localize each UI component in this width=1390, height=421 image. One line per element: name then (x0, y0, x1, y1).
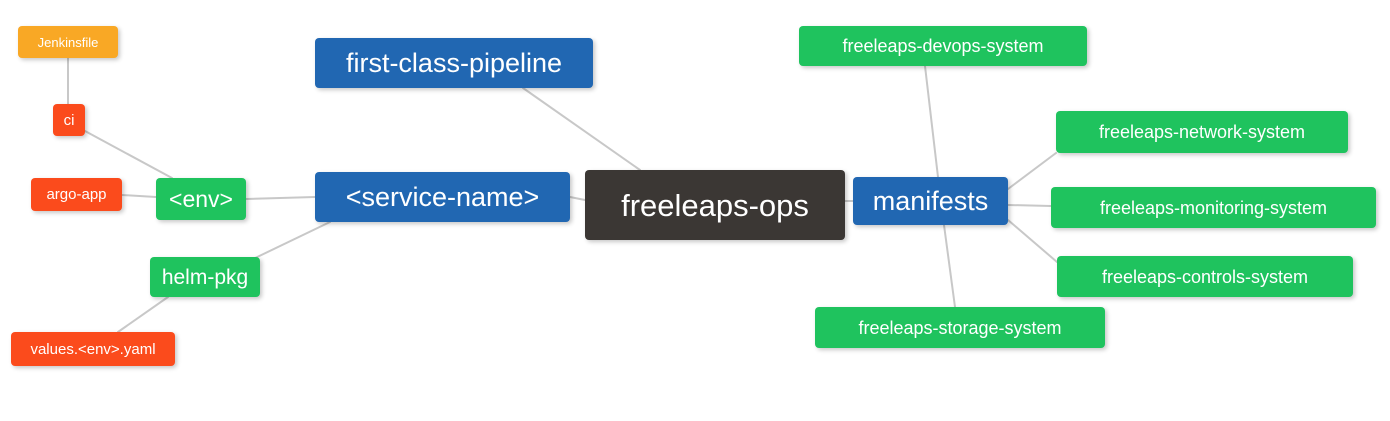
node-label-argo-app: argo-app (46, 186, 107, 203)
edge-argo-app-to-env (121, 194, 157, 198)
edge-service-name-to-freeleaps-ops (569, 196, 586, 201)
node-label-freeleaps-monitoring-system: freeleaps-monitoring-system (1099, 197, 1328, 218)
node-ci[interactable]: ci (53, 104, 85, 136)
node-label-jenkinsfile: Jenkinsfile (37, 34, 99, 50)
node-service-name[interactable]: <service-name> (315, 172, 570, 222)
node-jenkinsfile[interactable]: Jenkinsfile (18, 26, 118, 58)
node-freeleaps-network-system[interactable]: freeleaps-network-system (1056, 111, 1348, 153)
node-freeleaps-storage-system[interactable]: freeleaps-storage-system (815, 307, 1105, 348)
node-label-first-class-pipeline: first-class-pipeline (345, 47, 563, 78)
edge-values-env-yaml-to-helm-pkg (117, 296, 169, 333)
edge-ci-to-env (84, 130, 173, 179)
node-freeleaps-controls-system[interactable]: freeleaps-controls-system (1057, 256, 1353, 297)
node-first-class-pipeline[interactable]: first-class-pipeline (315, 38, 593, 88)
node-label-freeleaps-devops-system: freeleaps-devops-system (842, 36, 1044, 56)
node-freeleaps-devops-system[interactable]: freeleaps-devops-system (799, 26, 1087, 66)
node-label-manifests: manifests (872, 185, 989, 216)
node-label-values-env-yaml: values.<env>.yaml (30, 340, 156, 358)
node-manifests[interactable]: manifests (853, 177, 1008, 225)
node-argo-app[interactable]: argo-app (31, 178, 122, 211)
node-freeleaps-ops[interactable]: freeleaps-ops (585, 170, 845, 240)
node-freeleaps-monitoring-system[interactable]: freeleaps-monitoring-system (1051, 187, 1376, 228)
node-label-service-name: <service-name> (345, 181, 540, 212)
edge-manifests-to-freeleaps-network-system (1007, 152, 1057, 190)
node-label-freeleaps-storage-system: freeleaps-storage-system (858, 317, 1062, 338)
node-label-freeleaps-controls-system: freeleaps-controls-system (1101, 266, 1309, 287)
node-helm-pkg[interactable]: helm-pkg (150, 257, 260, 297)
node-values-env-yaml[interactable]: values.<env>.yaml (11, 332, 175, 366)
node-label-freeleaps-ops: freeleaps-ops (621, 187, 809, 223)
edge-manifests-to-freeleaps-monitoring-system (1007, 204, 1052, 207)
node-label-env: <env> (169, 185, 233, 212)
edge-manifests-to-freeleaps-storage-system (943, 224, 956, 308)
node-label-freeleaps-network-system: freeleaps-network-system (1098, 122, 1306, 142)
edge-first-class-pipeline-to-freeleaps-ops (522, 87, 641, 171)
node-env[interactable]: <env> (156, 178, 246, 220)
edge-helm-pkg-to-service-name (250, 221, 331, 261)
node-label-ci: ci (63, 111, 75, 129)
edge-env-to-service-name (245, 196, 316, 200)
node-label-helm-pkg: helm-pkg (161, 265, 249, 289)
edge-manifests-to-freeleaps-controls-system (1007, 219, 1058, 263)
edge-manifests-to-freeleaps-devops-system (924, 65, 939, 178)
